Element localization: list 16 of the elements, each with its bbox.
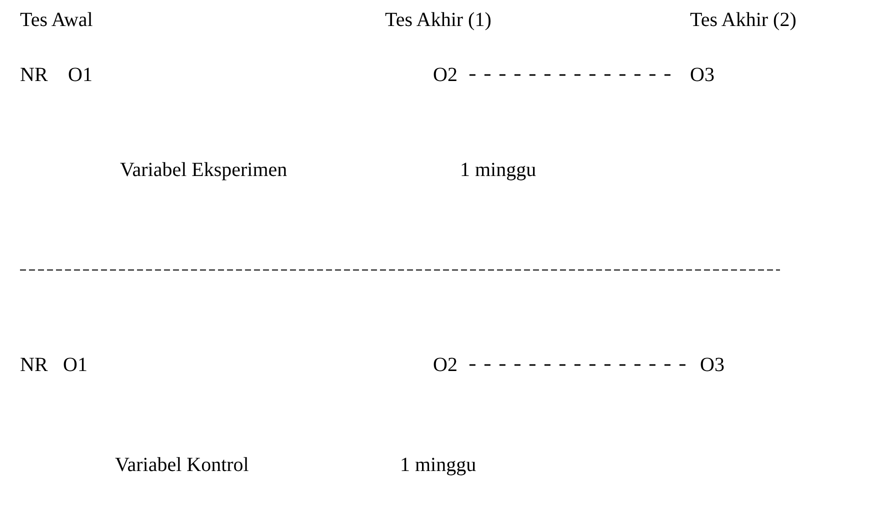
observation-label: O2 bbox=[433, 63, 458, 87]
group-code: NR bbox=[20, 353, 48, 377]
duration-label: 1 minggu bbox=[400, 453, 476, 477]
group-code: NR bbox=[20, 63, 48, 87]
column-heading: Tes Awal bbox=[20, 8, 93, 32]
observation-label: O3 bbox=[690, 63, 714, 87]
treatment-label: Variabel Eksperimen bbox=[120, 158, 288, 182]
duration-label: 1 minggu bbox=[460, 158, 536, 182]
observation-label: O1 bbox=[68, 63, 92, 87]
treatment-label: Variabel Kontrol bbox=[115, 453, 249, 477]
observation-label: O2 bbox=[433, 353, 458, 377]
dashed-connector bbox=[469, 364, 688, 366]
observation-label: O3 bbox=[700, 353, 724, 377]
column-heading: Tes Akhir (1) bbox=[385, 8, 492, 32]
observation-label: O1 bbox=[63, 353, 88, 377]
column-heading: Tes Akhir (2) bbox=[690, 8, 796, 32]
